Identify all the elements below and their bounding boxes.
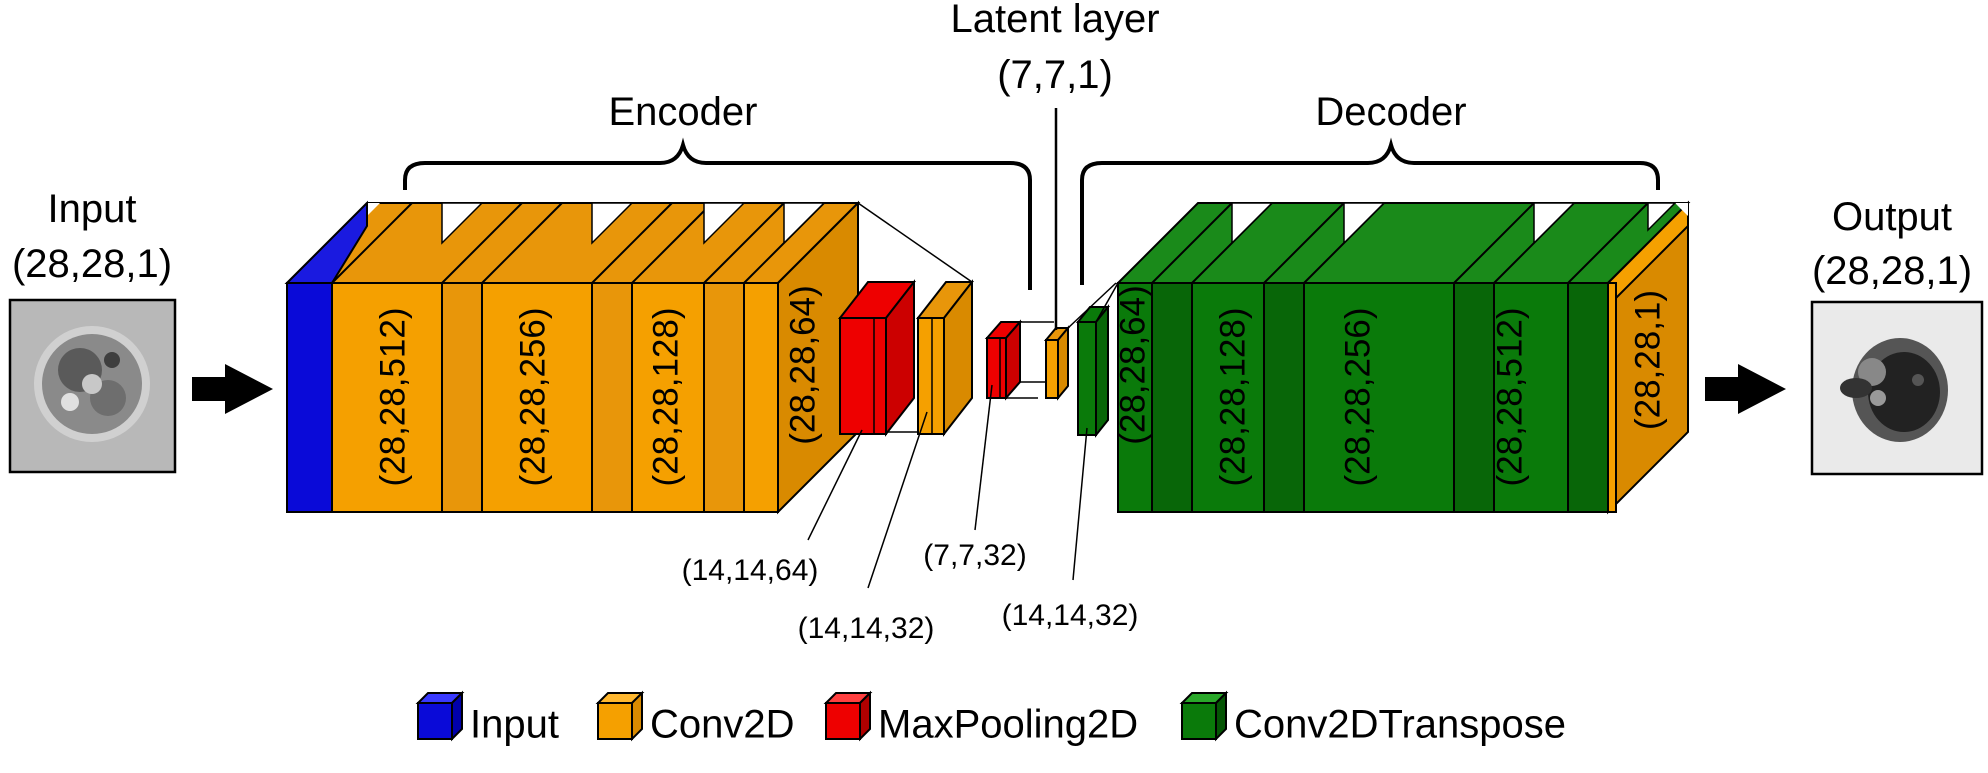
input-image (8, 298, 177, 474)
callout-maxpool2: (7,7,32) (923, 539, 1026, 572)
output-image (1810, 300, 1984, 476)
decoder-brace (1080, 137, 1660, 285)
decoder-block-label: (28,28,512) (1490, 307, 1529, 486)
legend-item-maxpool: MaxPooling2D (823, 690, 1138, 747)
input-layer (286, 282, 333, 513)
decoder-block-label: (28,28,256) (1338, 307, 1377, 486)
encoder-slab (284, 200, 861, 515)
encoder-block-label: (28,28,64) (783, 285, 822, 445)
callout-transpose-small: (14,14,32) (1002, 599, 1139, 632)
output-arrow (1705, 364, 1786, 414)
encoder-block-label: (28,28,256) (513, 307, 552, 486)
legend-swatch-input (417, 702, 453, 740)
legend-item-conv2dtranspose: Conv2DTranspose (1179, 690, 1566, 747)
encoder-label: Encoder (609, 90, 758, 134)
legend-label: Input (470, 703, 559, 747)
legend-swatch-conv2d (597, 702, 633, 740)
latent-title: Latent layer (950, 0, 1159, 41)
latent-shape: (7,7,1) (997, 53, 1113, 97)
legend-label: Conv2DTranspose (1234, 703, 1566, 747)
legend-swatch-maxpool (825, 702, 861, 740)
output-title: Output (1832, 195, 1952, 239)
decoder-slab (1115, 200, 1691, 515)
decoder-block-label: (28,28,64) (1113, 285, 1152, 445)
encoder-brace (403, 137, 1032, 290)
legend-item-conv2d: Conv2D (595, 690, 795, 747)
decoder-block-label: (28,28,1) (1628, 290, 1667, 430)
decoder-label: Decoder (1315, 90, 1466, 134)
encoder-block-label: (28,28,128) (646, 307, 685, 486)
input-shape: (28,28,1) (12, 242, 172, 286)
legend-swatch-conv2dtranspose (1181, 702, 1217, 740)
input-title: Input (48, 187, 137, 231)
legend: Input Conv2D MaxPooling2D Conv2DTranspos… (415, 690, 1566, 747)
legend-label: MaxPooling2D (878, 703, 1138, 747)
legend-item-input: Input (415, 690, 559, 747)
callout-maxpool1: (14,14,64) (682, 554, 819, 587)
legend-label: Conv2D (650, 703, 795, 747)
encoder-block-label: (28,28,512) (373, 307, 412, 486)
output-shape: (28,28,1) (1812, 249, 1972, 293)
callout-conv-small: (14,14,32) (798, 612, 935, 645)
input-arrow (192, 364, 273, 414)
decoder-block-label: (28,28,128) (1213, 307, 1252, 486)
